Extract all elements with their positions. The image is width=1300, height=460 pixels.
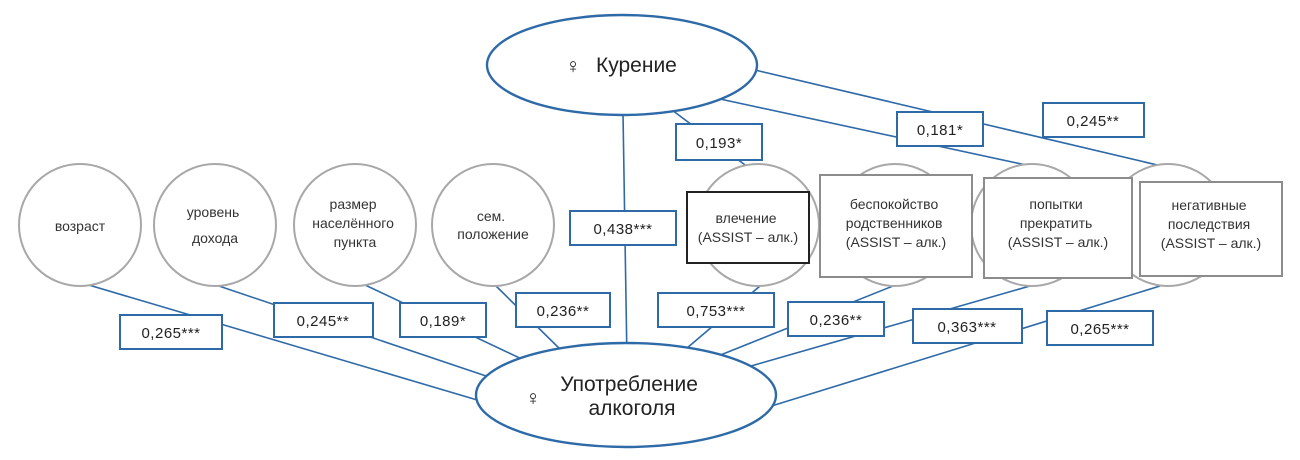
line-smoking-worry xyxy=(719,98,1041,169)
coef-negative: 0,265*** xyxy=(1046,310,1154,346)
coef-income: 0,245** xyxy=(273,302,374,338)
coef-smoking-negative-box xyxy=(1042,102,1145,138)
hub-smoking-ellipse xyxy=(485,13,759,117)
assist-craving: влечение (ASSIST – алк.) xyxy=(686,191,810,264)
female-symbol-icon: ♀ xyxy=(525,387,541,410)
coef-worry-box xyxy=(787,301,885,337)
coef-negative-box xyxy=(1046,310,1154,346)
coef-negative-value: 0,265*** xyxy=(1070,321,1129,338)
coef-age-box xyxy=(119,314,223,350)
coef-quit: 0,363*** xyxy=(912,308,1023,344)
hub-smoking: ♀ Курение xyxy=(485,13,759,117)
coef-smoking-craving-box xyxy=(675,123,763,161)
assist-craving-label: влечение (ASSIST – алк.) xyxy=(698,210,798,245)
predictor-marital-circle xyxy=(431,163,555,287)
line-age-alcohol xyxy=(81,282,485,403)
predictor-marital: сем. положение xyxy=(431,163,555,287)
predictor-age-label: возраст xyxy=(55,218,106,234)
coef-craving-box xyxy=(657,292,775,328)
coef-marital: 0,236** xyxy=(515,292,611,328)
coef-smoking-worry-box xyxy=(896,111,984,147)
predictor-income: уровень дохода xyxy=(153,163,277,287)
hub-alcohol-label: Употребление алкоголя xyxy=(560,373,704,420)
predictor-settlement-label: размер населённого пункта xyxy=(312,196,398,250)
coef-age-value: 0,265*** xyxy=(141,325,200,342)
predictor-marital-label: сем. положение xyxy=(457,208,529,242)
coef-smoking-alcohol-box xyxy=(569,210,677,246)
assist-negative-box xyxy=(1139,181,1283,277)
hub-smoking-label: Курение xyxy=(596,54,677,77)
predictor-nodes: возраст уровень дохода размер населённог… xyxy=(18,163,555,287)
assist-worry: беспокойство родственников (ASSIST – алк… xyxy=(819,174,973,278)
coef-smoking-alcohol: 0,438*** xyxy=(569,210,677,246)
coef-smoking-craving-value: 0,193* xyxy=(696,135,742,152)
coef-marital-box xyxy=(515,292,611,328)
hub-alcohol-ellipse xyxy=(474,341,778,449)
predictor-income-label: уровень дохода xyxy=(187,204,243,246)
coef-smoking-craving: 0,193* xyxy=(675,123,763,161)
coef-worry: 0,236** xyxy=(787,301,885,337)
predictor-settlement: размер населённого пункта xyxy=(293,163,417,287)
coef-settlement: 0,189* xyxy=(399,302,487,338)
predictor-age: возраст xyxy=(18,163,142,287)
assist-quit: попытки прекратить (ASSIST – алк.) xyxy=(983,177,1133,279)
coef-settlement-value: 0,189* xyxy=(420,313,466,330)
coef-quit-box xyxy=(912,308,1023,344)
predictor-income-circle xyxy=(153,163,277,287)
assist-boxes: влечение (ASSIST – алк.) беспокойство ро… xyxy=(686,174,1283,279)
coef-marital-value: 0,236** xyxy=(537,303,590,320)
assist-negative-label: негативные последствия (ASSIST – алк.) xyxy=(1161,197,1261,251)
coef-craving-value: 0,753*** xyxy=(686,303,745,320)
coef-age: 0,265*** xyxy=(119,314,223,350)
coef-smoking-alcohol-value: 0,438*** xyxy=(593,221,652,238)
coef-smoking-worry-value: 0,181* xyxy=(917,122,963,139)
coef-worry-value: 0,236** xyxy=(810,312,863,329)
female-symbol-icon: ♀ xyxy=(565,55,581,78)
assist-craving-box xyxy=(686,191,810,264)
hub-alcohol: ♀ Употребление алкоголя xyxy=(474,341,778,449)
coef-craving: 0,753*** xyxy=(657,292,775,328)
coef-income-value: 0,245** xyxy=(297,313,350,330)
coef-smoking-negative-value: 0,245** xyxy=(1067,113,1120,130)
coef-smoking-negative: 0,245** xyxy=(1042,102,1145,138)
coef-quit-value: 0,363*** xyxy=(937,319,996,336)
coef-settlement-box xyxy=(399,302,487,338)
assist-quit-label: попытки прекратить (ASSIST – алк.) xyxy=(1008,196,1108,250)
predictor-settlement-circle xyxy=(293,163,417,287)
line-negative-alcohol xyxy=(764,285,1161,409)
predictor-age-circle xyxy=(18,163,142,287)
assist-negative: негативные последствия (ASSIST – алк.) xyxy=(1139,181,1283,277)
assist-quit-box xyxy=(983,177,1133,279)
assist-worry-label: беспокойство родственников (ASSIST – алк… xyxy=(846,196,947,250)
coef-smoking-worry: 0,181* xyxy=(896,111,984,147)
assist-worry-box xyxy=(819,174,973,278)
coef-income-box xyxy=(273,302,374,338)
coefficient-labels: 0,438*** 0,193* 0,181* 0,245** 0,265*** … xyxy=(119,102,1154,350)
